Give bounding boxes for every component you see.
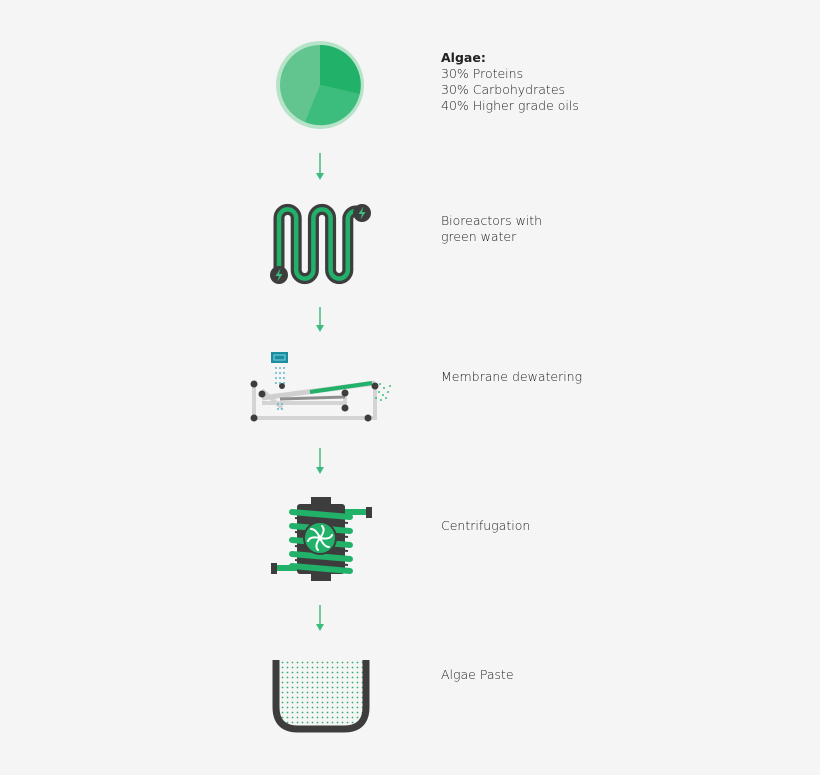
- membrane-dewatering-icon: [250, 352, 391, 422]
- step-line: Algae Paste: [441, 667, 514, 682]
- step-label-paste: Algae Paste: [441, 667, 514, 683]
- step-line: 30% Carbohydrates: [441, 82, 566, 97]
- centrifuge-icon: [271, 497, 372, 581]
- step-label-membrane: Membrane dewatering: [441, 369, 582, 385]
- pie-chart-icon: [276, 41, 364, 129]
- step-label-algae: Algae: 30% Proteins 30% Carbohydrates 40…: [441, 50, 579, 114]
- flow-arrow-2: [316, 307, 324, 332]
- step-line: 30% Proteins: [441, 66, 524, 81]
- bioreactor-icon: [270, 203, 371, 285]
- bolt-icon: [270, 266, 288, 284]
- fan-icon: [307, 525, 333, 551]
- step-title: Algae:: [441, 50, 486, 65]
- step-line: Bioreactors with: [441, 213, 543, 228]
- step-line: green water: [441, 229, 517, 244]
- flow-arrow-1: [316, 153, 324, 180]
- paste-container-icon: [272, 660, 370, 733]
- flow-arrow-4: [316, 605, 324, 631]
- flow-arrow-3: [316, 448, 324, 474]
- step-label-centrifugation: Centrifugation: [441, 518, 530, 534]
- step-line: 40% Higher grade oils: [441, 98, 579, 113]
- bolt-icon: [353, 204, 371, 222]
- step-line: Centrifugation: [441, 518, 531, 533]
- step-label-bioreactors: Bioreactors with green water: [441, 213, 542, 245]
- step-line: Membrane dewatering: [441, 369, 583, 384]
